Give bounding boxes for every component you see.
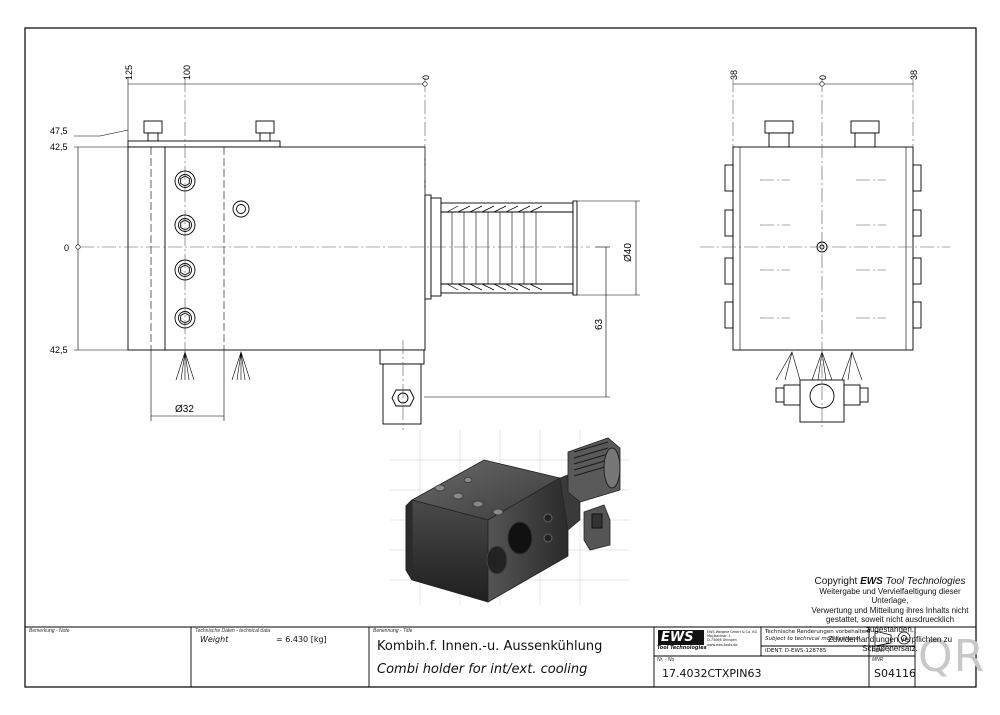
weight-value: = 6.430 [kg] (276, 635, 327, 644)
logo-text: EWS (661, 630, 694, 645)
sheet-border (24, 27, 977, 688)
ident-number: IDENT: D-EWS-128785 (765, 648, 827, 654)
revision: REV: -/- (872, 648, 893, 654)
dim-100: 100 (182, 65, 192, 80)
weight-label: Weight (200, 635, 229, 644)
dim-42-5-top: 42,5 (50, 142, 68, 152)
dim-63: 63 (594, 318, 605, 330)
front-view (127, 120, 578, 425)
dim-125: 125 (124, 65, 134, 80)
title-german: Kombih.f. Innen.-u. Aussenkühlung (377, 639, 603, 654)
render-note-en: Subject to technical modifications! (765, 636, 861, 642)
side-dimensions (733, 81, 913, 87)
logo-subtitle: Tool Technologies (657, 645, 707, 651)
dim-diameter-32: Ø32 (175, 404, 194, 415)
copyright-line: Verwertung und Mitteilung ihres Inhalts … (811, 605, 969, 615)
dim-diameter-40: Ø40 (623, 243, 634, 262)
side-dim-38-right: 38 (909, 70, 919, 80)
copyright-line: gestattet, soweit nicht ausdruecklich zu… (825, 615, 955, 634)
qr-placeholder: QR (918, 631, 986, 682)
projection-symbol-icon (874, 630, 911, 647)
side-dim-0: 0 (818, 75, 828, 80)
title-label: Benennung - Title (373, 628, 413, 634)
copyright-heading: Copyright EWS Tool Technologies (814, 576, 966, 587)
side-centerlines (700, 78, 950, 430)
dim-42-5-bottom: 42,5 (50, 345, 68, 355)
company-address: EWS Weigele GmbH & Co. KG Maybachstr. 1 … (707, 630, 758, 647)
dim-0-left: 0 (64, 243, 69, 253)
nr-label: Nr. - No (657, 657, 675, 663)
part-number: 17.4032CTXPIN63 (662, 667, 762, 680)
side-dim-38-left: 38 (729, 70, 739, 80)
ews-logo (658, 630, 704, 645)
isometric-render (390, 430, 630, 605)
dim-0-top: 0 (421, 75, 431, 80)
dim-47-5: 47,5 (50, 126, 68, 136)
title-english: Combi holder for int/ext. cooling (377, 662, 588, 677)
tech-data-label: Technische Daten - technical data (195, 628, 271, 634)
side-view (724, 120, 922, 423)
copyright-notice: Copyright EWS Tool Technologies Weiterga… (806, 577, 974, 654)
front-centerlines (80, 78, 590, 430)
mnr-value: S04116 (874, 667, 916, 680)
copyright-line: Zuwiderhandlungen verpflichten zu Schade… (827, 634, 953, 654)
mnr-label: MNR (872, 657, 884, 663)
render-note-de: Technische Renderungen vorbehalten! (765, 629, 871, 635)
copyright-line: Weitergabe und Vervielfaeltigung dieser … (819, 586, 961, 606)
front-dim-origins (75, 81, 428, 250)
note-label: Bemerkung - Note (29, 628, 70, 634)
